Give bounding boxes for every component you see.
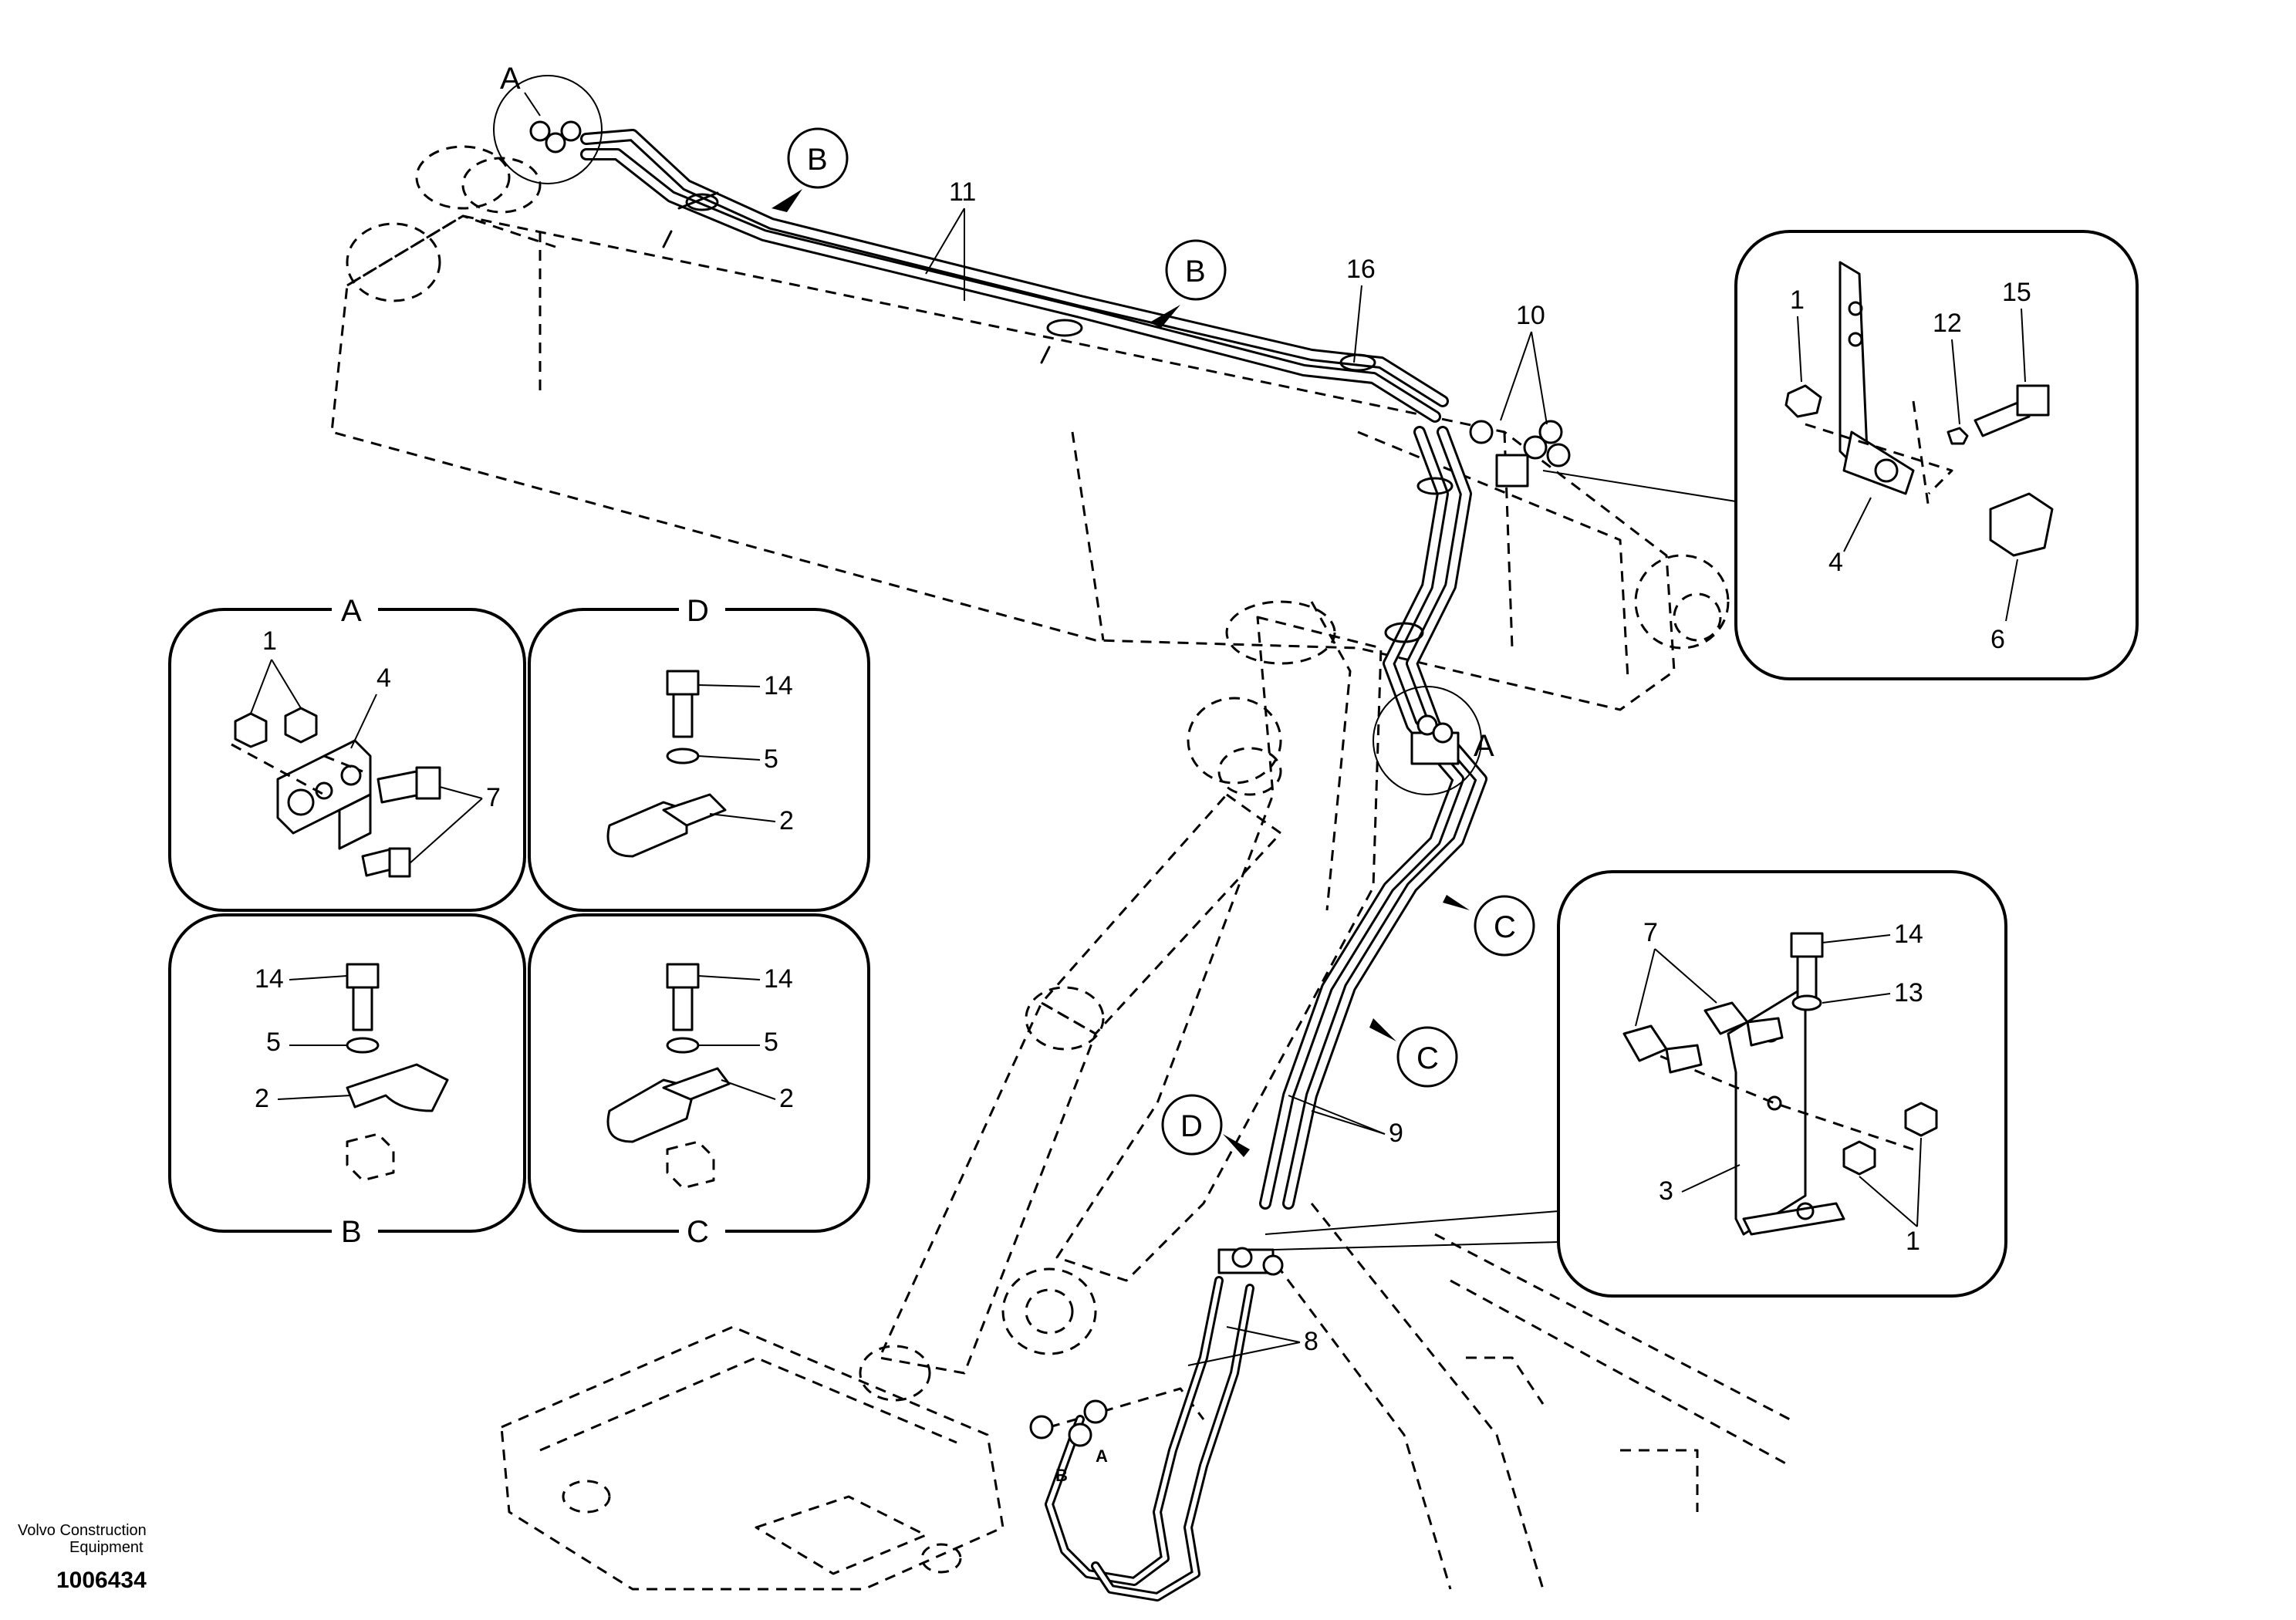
ref-d-circle (1161, 1094, 1223, 1156)
detail-b-label-2: 2 (255, 1084, 269, 1113)
detail-a-label-4: 4 (376, 663, 391, 693)
label-9: 9 (1389, 1119, 1403, 1148)
detail-d-title: D (687, 594, 709, 628)
detail-c: C 14 5 2 (528, 913, 870, 1249)
ref-c-upper-circle (1474, 895, 1535, 957)
label-a-top: A (500, 62, 521, 96)
detail-c-label-14: 14 (764, 964, 793, 994)
main-labels: A B 11 B 16 10 A C C D 9 8 A B (500, 62, 1737, 1485)
detail-b-label-14: 14 (255, 964, 284, 994)
ref-c-lower-circle (1396, 1026, 1458, 1088)
tr-label-15: 15 (2002, 278, 2031, 307)
detail-b: B 14 5 2 (168, 913, 526, 1249)
ref-b-top-circle (787, 127, 849, 189)
detail-d: D 14 5 2 (528, 594, 870, 912)
detail-d-label-5: 5 (764, 744, 778, 774)
ref-b-mid-circle (1165, 239, 1227, 301)
label-11: 11 (949, 177, 976, 207)
tr-label-6: 6 (1990, 625, 2005, 654)
label-a-mid: A (1474, 729, 1494, 763)
label-c-upper: C (1494, 910, 1516, 944)
label-d: D (1180, 1109, 1203, 1143)
detail-c-label-5: 5 (764, 1028, 778, 1057)
detail-d-label-14: 14 (764, 671, 793, 700)
br-label-14: 14 (1894, 920, 1923, 949)
detail-a-label-7: 7 (486, 783, 501, 812)
br-label-3: 3 (1659, 1176, 1673, 1206)
detail-c-label-2: 2 (779, 1084, 794, 1113)
label-8: 8 (1304, 1327, 1319, 1356)
detail-a-label-1: 1 (262, 626, 277, 656)
br-label-7: 7 (1643, 918, 1658, 947)
detail-top-right: 1 12 15 4 6 (1734, 230, 2139, 680)
tr-label-4: 4 (1828, 548, 1843, 577)
label-b-mid: B (1185, 255, 1206, 289)
detail-a-top-marker (493, 75, 603, 184)
label-b-top: B (807, 143, 828, 177)
label-c-lower: C (1416, 1041, 1439, 1075)
label-port-b: B (1055, 1466, 1068, 1485)
hose-routing (529, 120, 1571, 1601)
detail-a: A 1 4 7 (168, 594, 526, 912)
detail-c-title: C (687, 1215, 709, 1249)
label-port-a: A (1096, 1446, 1108, 1466)
label-16: 16 (1346, 255, 1376, 284)
detail-b-title: B (341, 1215, 362, 1249)
tr-label-12: 12 (1933, 309, 1962, 338)
detail-bottom-right: 7 14 13 3 1 (1557, 870, 2007, 1298)
label-10: 10 (1516, 301, 1545, 330)
br-label-1: 1 (1906, 1227, 1920, 1256)
detail-b-label-5: 5 (266, 1028, 281, 1057)
tr-label-1: 1 (1790, 285, 1805, 315)
br-label-13: 13 (1894, 978, 1923, 1007)
detail-a-mid-marker (1373, 686, 1482, 795)
company-line-2: Equipment (69, 1539, 144, 1556)
document-number: 1006434 (56, 1568, 147, 1593)
machine-outline (330, 145, 1791, 1591)
footer: Volvo Construction Equipment 1006434 (18, 1522, 147, 1593)
detail-a-title: A (341, 594, 362, 628)
detail-d-label-2: 2 (779, 806, 794, 835)
company-line-1: Volvo Construction (18, 1522, 147, 1539)
